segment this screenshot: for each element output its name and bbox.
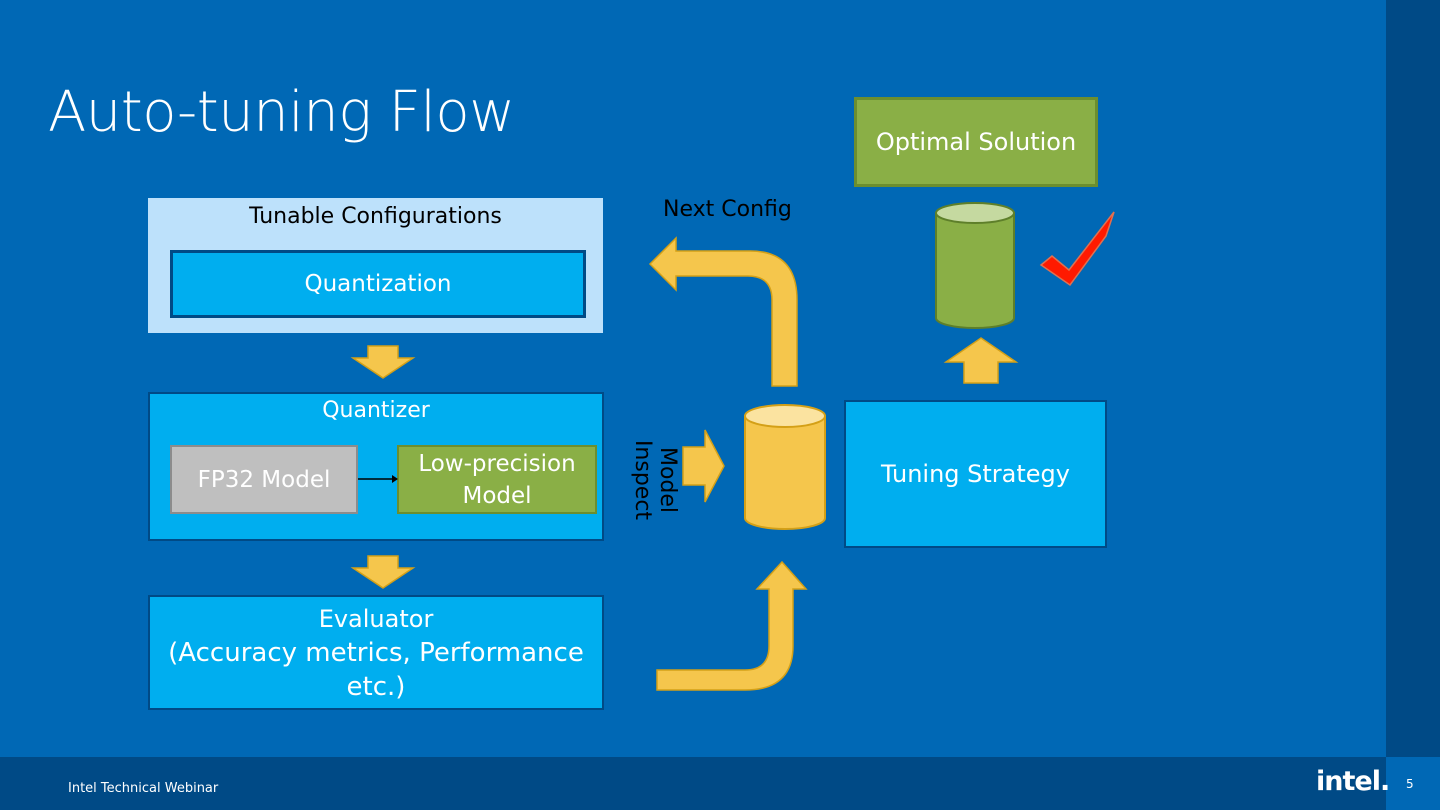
slide-title: Auto-tuning Flow — [48, 80, 515, 145]
evaluator-box: Evaluator (Accuracy metrics, Performance… — [148, 595, 604, 710]
evaluator-detail-2: etc.) — [346, 671, 406, 702]
fp32-model-label: FP32 Model — [197, 466, 331, 493]
quantization-label: Quantization — [304, 271, 452, 297]
tuning-strategy-label: Tuning Strategy — [880, 460, 1070, 488]
quantization-box: Quantization — [170, 250, 586, 318]
history-database-icon — [744, 404, 826, 530]
down-arrow-2 — [350, 555, 416, 589]
evaluator-detail: (Accuracy metrics, Performance — [168, 637, 584, 668]
checkmark-icon — [1039, 211, 1115, 287]
model-inspect-arrow — [682, 429, 725, 503]
tuning-strategy-box: Tuning Strategy — [844, 400, 1107, 548]
next-config-label: Next Config — [663, 197, 792, 222]
optimal-solution-label: Optimal Solution — [875, 128, 1077, 156]
tunable-configurations-label: Tunable Configurations — [249, 204, 502, 229]
up-arrow — [943, 337, 1019, 384]
evaluator-title: Evaluator — [318, 604, 434, 633]
low-precision-model-box: Low-precision Model — [397, 445, 597, 514]
side-band — [1386, 0, 1440, 757]
optimal-database-icon — [935, 202, 1015, 329]
fp32-model-box: FP32 Model — [170, 445, 358, 514]
next-config-arrow — [648, 236, 798, 387]
optimal-solution-box: Optimal Solution — [854, 97, 1098, 187]
intel-logo: intel. — [1316, 766, 1390, 797]
footer-bar — [0, 757, 1386, 810]
footer-text: Intel Technical Webinar — [68, 781, 219, 796]
quantizer-label: Quantizer — [322, 398, 430, 423]
low-precision-line2: Model — [462, 482, 532, 509]
page-number: 5 — [1406, 777, 1414, 791]
page-number-tab — [1386, 757, 1440, 810]
evaluation-return-arrow — [656, 560, 808, 691]
low-precision-line1: Low-precision — [418, 450, 576, 477]
down-arrow-1 — [350, 345, 416, 379]
